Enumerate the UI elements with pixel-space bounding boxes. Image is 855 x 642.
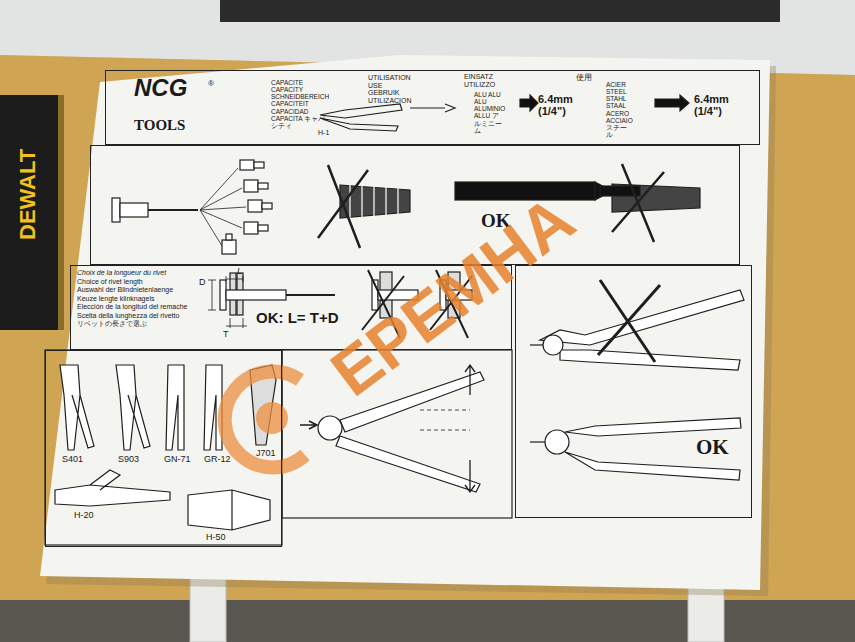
panel-text: UTILISATION USE GEBRUIK UTILIZACION (368, 74, 412, 105)
panel-text: Choice of rivet length (77, 278, 143, 286)
instruction-panel: OK (90, 145, 740, 265)
panel-text: Keuze lengte klinknagels (77, 295, 154, 303)
panel-text: Auswahl der Blindnietenlaenge (77, 286, 173, 294)
panel-text: GR-12 (204, 455, 231, 465)
panel-text: NCG (134, 75, 187, 101)
instruction-panel: S401 S903 GN-71 GR-12 J701H-20H-50 (45, 350, 282, 547)
registered-mark: ® (208, 80, 214, 89)
panel-text: GN-71 (164, 455, 191, 465)
panel-text: 6.4mm (1/4") (538, 93, 573, 117)
panel-text: S903 (118, 455, 139, 465)
panel-text: L (237, 267, 242, 277)
panel-text: T (223, 330, 229, 340)
panel-text: Scelta della lunghezza del rivetto (77, 312, 179, 320)
panel-text: D (199, 278, 206, 288)
panel-text: OK (696, 436, 729, 459)
brand-print: DEWALT (16, 149, 40, 240)
panel-text: TOOLS (134, 117, 185, 134)
panel-text: Elección de la longitud del remache (77, 303, 188, 311)
panel-text: H-20 (74, 511, 94, 521)
panel-text: S401 (62, 455, 83, 465)
panel-text: H-1 (318, 129, 329, 137)
panel-text: H-50 (206, 533, 226, 543)
panel-text: 6.4mm (1/4") (694, 93, 729, 117)
panel-text: ACIER STEEL STAHL STAAL ACERO ACCIAIO スチ… (606, 81, 633, 138)
panel-text: J701 (256, 449, 276, 459)
panel-text: ALU ALU ALU ALUMINIO ALLU アルミニーム (474, 91, 505, 134)
panel-text: 使用 (576, 74, 592, 83)
panel-text: EINSATZ UTILIZZO (464, 73, 495, 88)
instruction-panel: OK (515, 265, 752, 518)
instruction-panel: NCG TOOLS CAPACITE CAPACITY SCHNEIDBEREICH… (105, 70, 760, 145)
panel-text: OK: L= T+D (256, 310, 339, 327)
panel-text: リベットの長さで選ぶ (77, 320, 147, 328)
panel-text: CAPACITE CAPACITY SCHNEIDBEREICH CAPACIT… (271, 79, 329, 129)
panel-text: Choix de la longueur du rivet (77, 269, 166, 277)
